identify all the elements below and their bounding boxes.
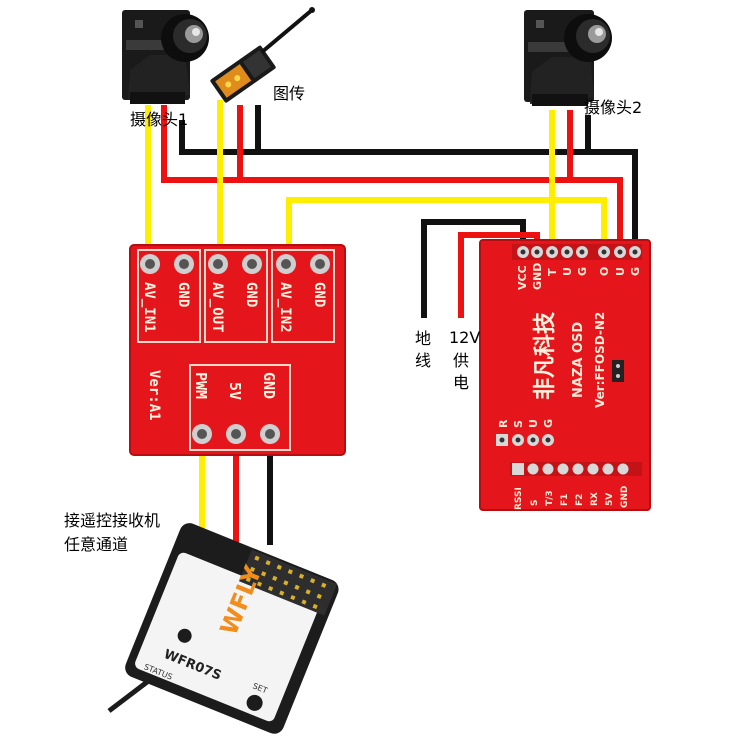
receiver: WFLY WFR07S STATUS SET <box>107 523 339 734</box>
ground-wire-label: 地线 <box>414 329 431 370</box>
osd-pin-label: R <box>497 419 510 428</box>
osd-pin-label: O <box>598 267 611 276</box>
osd-pin-label: RSSI <box>514 487 524 510</box>
wire-osd-out-video <box>286 197 607 258</box>
switch-pin-label: AV_OUT <box>209 282 225 333</box>
osd-pin-label: S <box>530 500 540 506</box>
switch-pin-label: AV_IN2 <box>277 282 293 333</box>
osd-pin-label: U <box>527 419 540 428</box>
osd-pin-label: G <box>542 419 555 428</box>
osd-pin-label: U <box>614 267 627 276</box>
receiver-set-button <box>246 694 263 711</box>
power-12v-label: 12V <box>449 328 481 347</box>
switch-pin-label: GND <box>311 282 327 307</box>
receiver-antenna <box>107 679 150 713</box>
camera1-label: 摄像头1 <box>130 110 189 129</box>
switch-board: AV_IN1 GND AV_OUT GND AV_IN2 GND Ver:A1 … <box>129 244 346 456</box>
osd-top-header <box>512 244 642 260</box>
wires <box>145 100 638 545</box>
camera2 <box>524 10 612 106</box>
osd-pin-label: U <box>561 267 574 276</box>
osd-brand: 非凡科技 <box>533 311 558 400</box>
osd-pin-label: G <box>629 267 642 276</box>
osd-pin-label: VCC <box>516 265 529 290</box>
osd-model: NAZA OSD <box>571 322 586 398</box>
switch-pin-label: GND <box>175 282 191 307</box>
osd-pin-label: GND <box>531 263 544 290</box>
osd-bottom-pads <box>512 463 629 475</box>
osd-chip <box>612 360 624 382</box>
osd-pin-label: 5V <box>605 493 615 506</box>
switch-version: Ver:A1 <box>146 370 162 421</box>
wire-camera1-ground <box>179 120 638 248</box>
osd-pin-label: F1 <box>560 494 570 506</box>
switch-pin-label: GND <box>243 282 259 307</box>
transmitter-label: 图传 <box>273 84 306 103</box>
osd-pin-label: T <box>546 268 559 276</box>
osd-pin-label: F2 <box>575 494 585 506</box>
osd-pin-label: GND <box>620 486 630 508</box>
receiver-note-line1: 接遥控接收机 <box>64 511 161 530</box>
wire-camera1-power <box>161 105 623 248</box>
power-supply-label: 供电 <box>452 351 469 392</box>
switch-pin-label: AV_IN1 <box>141 282 157 333</box>
osd-mid-pads <box>496 434 554 446</box>
receiver-note-line2: 任意通道 <box>64 535 129 554</box>
switch-bottom-pads <box>192 424 280 444</box>
camera2-label: 摄像头2 <box>584 98 643 117</box>
osd-pin-label: RX <box>590 492 600 506</box>
osd-pin-label: T/3 <box>545 490 555 506</box>
osd-pin-label: G <box>576 267 589 276</box>
switch-pin-label: GND <box>260 372 278 399</box>
switch-pin-label: PWM <box>192 372 210 399</box>
receiver-status-led <box>177 628 192 643</box>
osd-board: VCC GND T U G O U G 非凡科技 NAZA OSD Ver:FF… <box>479 239 651 511</box>
osd-pin-label: S <box>512 420 525 428</box>
osd-model-code: Ver:FFOSD-N2 <box>593 312 607 408</box>
camera1 <box>122 10 209 104</box>
video-transmitter <box>210 7 315 103</box>
switch-top-pads <box>140 254 330 274</box>
switch-pin-label: 5V <box>226 382 244 400</box>
